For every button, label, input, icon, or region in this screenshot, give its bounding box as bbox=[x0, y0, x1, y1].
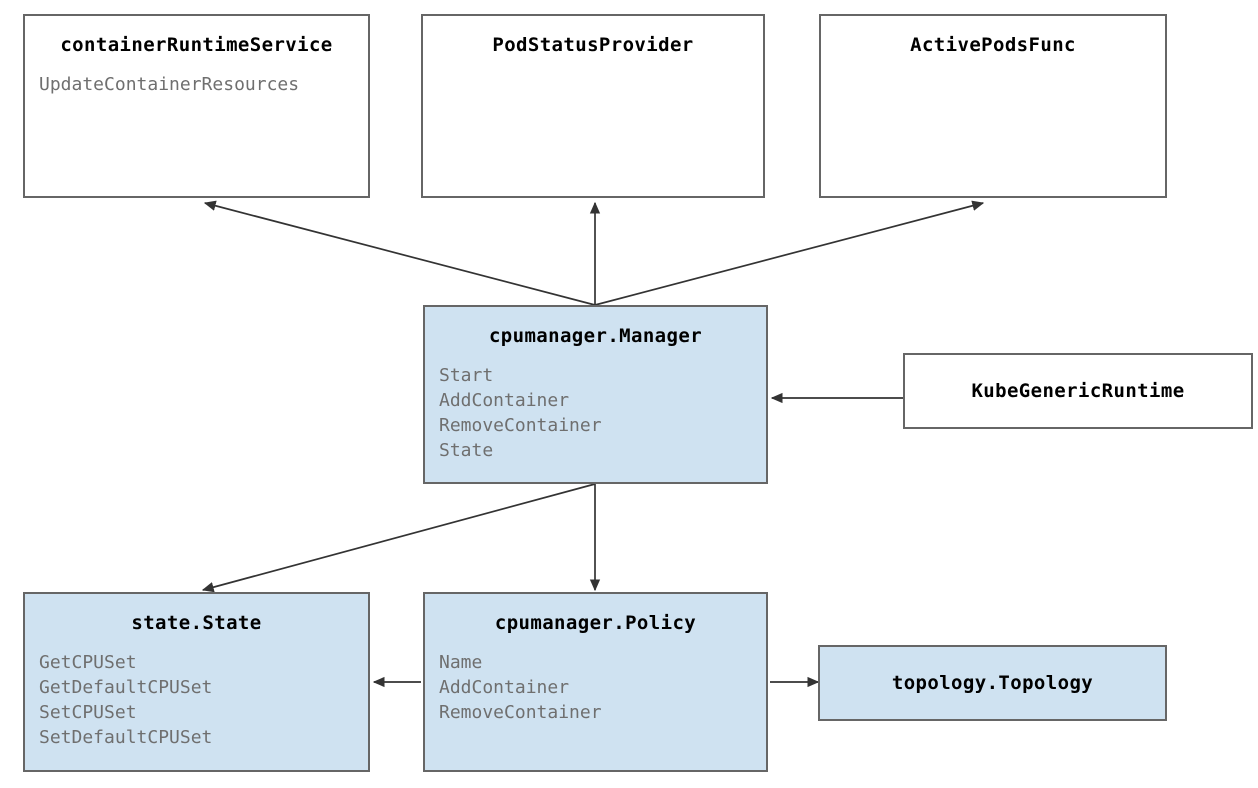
node-members: Name AddContainer RemoveContainer bbox=[439, 650, 766, 725]
node-title: ActivePodsFunc bbox=[910, 34, 1076, 56]
node-cpumanager-policy[interactable]: cpumanager.Policy Name AddContainer Remo… bbox=[423, 592, 768, 772]
member-item: AddContainer bbox=[439, 390, 570, 411]
node-kube-generic-runtime[interactable]: KubeGenericRuntime bbox=[903, 353, 1253, 429]
member-item: RemoveContainer bbox=[439, 702, 602, 723]
edge-manager-to-activepodsfunc bbox=[594, 200, 985, 306]
node-title: cpumanager.Manager bbox=[488, 325, 703, 347]
node-title: cpumanager.Policy bbox=[494, 612, 697, 634]
member-item: SetDefaultCPUSet bbox=[39, 727, 213, 748]
edge-manager-to-statestate bbox=[201, 483, 596, 593]
node-pod-status-provider[interactable]: PodStatusProvider bbox=[421, 14, 765, 198]
node-title: PodStatusProvider bbox=[492, 34, 694, 56]
node-cpumanager-manager[interactable]: cpumanager.Manager Start AddContainer Re… bbox=[423, 305, 768, 484]
node-title: topology.Topology bbox=[891, 672, 1094, 694]
member-item: AddContainer bbox=[439, 677, 570, 698]
member-item: Name bbox=[439, 652, 483, 673]
node-members: Start AddContainer RemoveContainer State bbox=[439, 363, 766, 463]
member-item: Start bbox=[439, 365, 494, 386]
node-title: containerRuntimeService bbox=[60, 34, 333, 56]
node-title: state.State bbox=[131, 612, 262, 634]
member-item: State bbox=[439, 440, 494, 461]
node-members: GetCPUSet GetDefaultCPUSet SetCPUSet Set… bbox=[39, 650, 368, 750]
node-topology-topology[interactable]: topology.Topology bbox=[818, 645, 1167, 721]
node-state-state[interactable]: state.State GetCPUSet GetDefaultCPUSet S… bbox=[23, 592, 370, 772]
member-item: GetDefaultCPUSet bbox=[39, 677, 213, 698]
node-container-runtime-service[interactable]: containerRuntimeService UpdateContainerR… bbox=[23, 14, 370, 198]
node-title: KubeGenericRuntime bbox=[971, 380, 1185, 402]
member-item: UpdateContainerResources bbox=[39, 74, 300, 95]
member-item: GetCPUSet bbox=[39, 652, 137, 673]
edge-manager-to-containerruntimeservice bbox=[203, 200, 596, 306]
member-item: SetCPUSet bbox=[39, 702, 137, 723]
node-active-pods-func[interactable]: ActivePodsFunc bbox=[819, 14, 1167, 198]
member-item: RemoveContainer bbox=[439, 415, 602, 436]
node-members: UpdateContainerResources bbox=[39, 72, 368, 97]
